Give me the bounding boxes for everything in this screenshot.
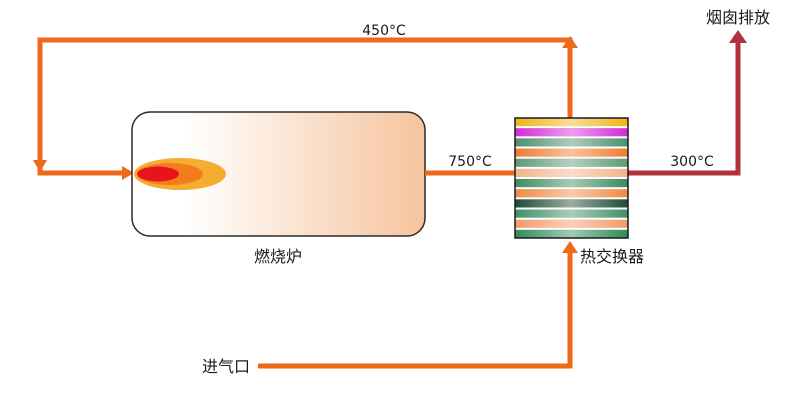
temp-furnace-outlet-label: 750°C [448,154,492,170]
temp-recirculation-label: 450°C [362,23,406,39]
exchanger-border [514,117,629,239]
arrow-up-recirculation [562,36,578,48]
exchanger-layer-sheen [515,128,628,137]
exchanger-layer-sheen [515,209,628,218]
exchanger-layer-sheen [515,199,628,208]
arrow-up-chimney [729,30,747,43]
chimney-label: 烟囱排放 [706,8,770,27]
heat-exchanger-label: 热交换器 [580,247,644,266]
temp-exhaust-label: 300°C [670,154,714,170]
air-inlet-label: 进气口 [202,357,250,376]
heat-exchanger-stack [514,117,629,239]
exchanger-layer-sheen [515,179,628,188]
exchanger-layer-sheen [515,148,628,157]
exchanger-layer-sheen [515,158,628,167]
exchanger-layer-sheen [515,219,628,228]
air-inlet-pipe [258,246,573,369]
exchanger-layer-sheen [515,118,628,127]
arrow-up-air-inlet [562,241,578,253]
exchanger-layer-sheen [515,138,628,147]
arrow-right-furnace-inlet [122,166,134,180]
flame-icon [134,158,226,190]
arrow-down-left-loop [33,160,47,172]
recirculation-pipe [37,37,573,176]
exchanger-layer-sheen [515,229,628,238]
furnace-label: 燃烧炉 [254,247,302,266]
exchanger-layer-sheen [515,189,628,198]
exchanger-layer-sheen [515,168,628,177]
exhaust-pipe [628,38,741,176]
